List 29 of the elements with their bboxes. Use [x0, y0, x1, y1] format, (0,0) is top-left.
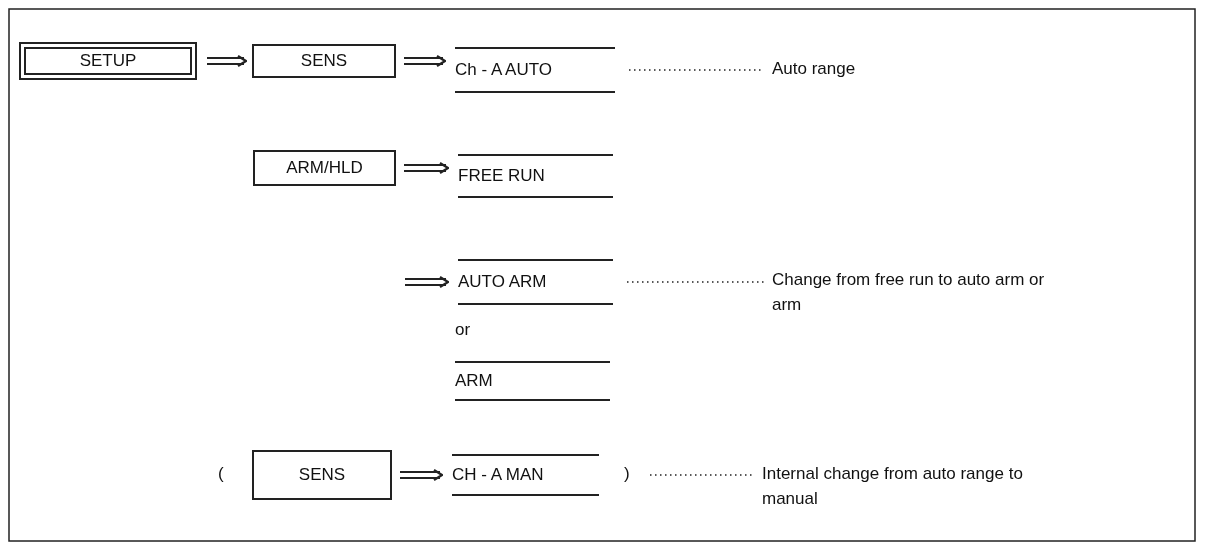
key-box [253, 150, 396, 186]
annotation-text: ( [218, 464, 224, 484]
display-text: ARM [455, 371, 493, 391]
display-readout [452, 454, 599, 496]
key-label: SENS [298, 465, 346, 485]
display-text: AUTO ARM [458, 272, 547, 292]
key-box [252, 450, 392, 500]
display-text: Ch - A AUTO [455, 60, 552, 80]
display-text: FREE RUN [458, 166, 545, 186]
display-readout [458, 154, 613, 198]
note-text: Change from free run to auto arm or arm [772, 268, 1062, 320]
note-text: Internal change from auto range to manual [762, 462, 1062, 514]
display-text: CH - A MAN [452, 465, 544, 485]
arrow [403, 275, 450, 289]
display-readout [455, 361, 610, 401]
arrow [402, 54, 447, 68]
arrow [205, 54, 248, 68]
arrow [398, 468, 444, 482]
arrow [402, 161, 450, 175]
leader-line [626, 281, 765, 283]
annotation-text: or [455, 320, 471, 340]
key-label: SENS [300, 51, 348, 71]
note-text: Auto range [772, 57, 972, 83]
display-readout [455, 47, 615, 93]
key-label: SETUP [79, 51, 137, 71]
key-label: ARM/HLD [286, 158, 363, 178]
display-readout [458, 259, 613, 305]
key-box [252, 44, 396, 78]
annotation-text: ) [624, 464, 630, 484]
